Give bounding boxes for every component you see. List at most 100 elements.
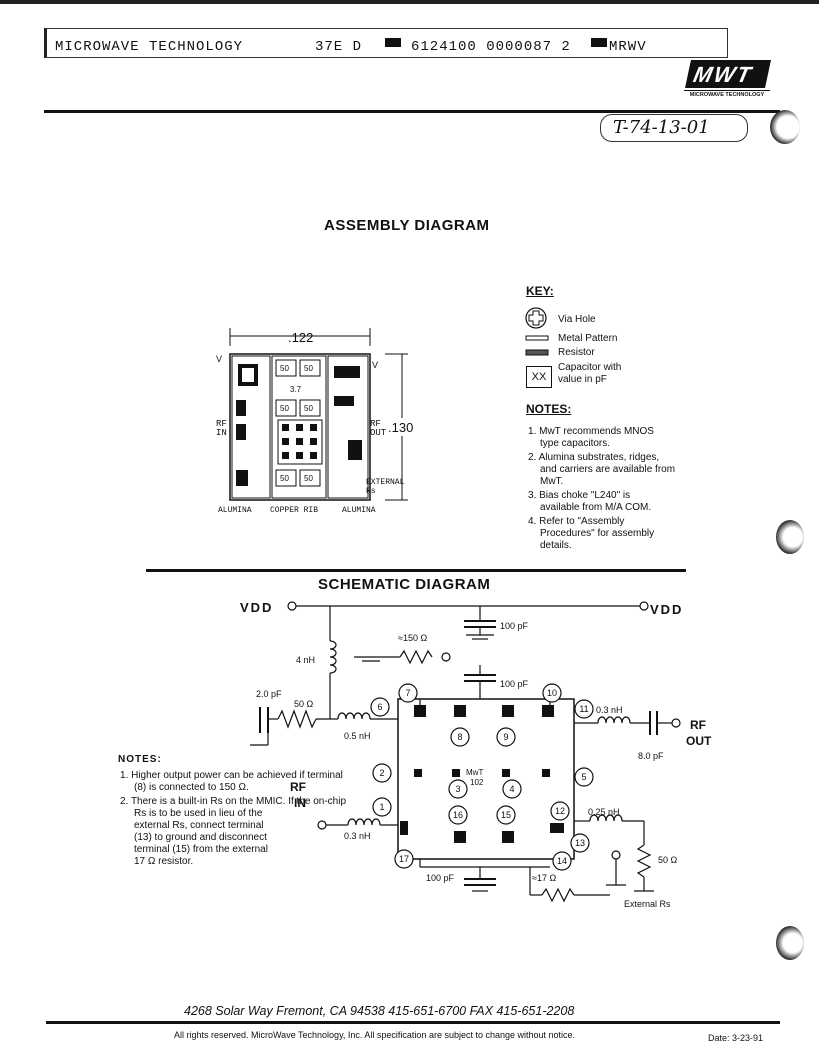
pad [348,440,362,460]
cap-label-3-7: 3.7 [290,385,302,394]
note-line: 2. There is a built-in Rs on the MMIC. I… [120,796,347,807]
pin-17 [394,849,414,869]
code-block: 37E D [315,39,363,55]
alumina-right-label: ALUMINA [342,506,376,515]
resistor-50 [277,709,317,729]
capacitor-50pf [299,469,321,487]
key-resistor: Resistor [558,347,595,358]
note-line: available from M/A COM. [540,502,652,513]
assembly-diagram: .122 .130 V V 50 50 50 50 50 50 3.7 RF I… [216,328,413,515]
rf-in-label: RF [290,780,306,794]
binder-hole-top [770,110,800,144]
r-50-label: 50 Ω [294,699,314,709]
chip-pad [502,831,514,843]
vdd-left-terminal [287,601,297,611]
note-line: 17 Ω resistor. [134,856,194,867]
bond-pad [296,424,303,431]
bond-pad [282,424,289,431]
vdd-right-label: V [372,360,378,370]
cap-label: 50 [280,474,289,483]
chip-label: 102 [470,778,484,787]
note-line: details. [540,540,572,551]
l-03nh-out-label: 0.3 nH [596,705,623,715]
black-mark [385,38,401,47]
bond-pad [296,438,303,445]
bond-pad [282,452,289,459]
cap-label: 50 [280,404,289,413]
external-rs-label: Rs [366,487,376,496]
pin-8 [450,727,470,747]
pin-16 [448,805,468,825]
rf-out-label: RF [370,419,381,429]
chip-pad [400,821,408,835]
l-025nh-label: 0.25 nH [588,807,620,817]
external-rs-label: EXTERNAL [366,478,405,487]
vdd-left-label: VDD [240,600,273,615]
pin-label: 17 [399,854,409,864]
pin-label: 7 [405,688,410,698]
chip-pad [454,705,466,717]
vdd-right-label: VDD [650,602,683,617]
pad [334,396,354,406]
chip-pad [542,705,554,717]
note-line: 3. Bias choke "L240" is [528,490,631,501]
pin-12 [550,801,570,821]
note-line: type capacitors. [540,438,611,449]
cap-100pf-mid: 100 pF [500,679,529,689]
pin-label: 3 [455,784,460,794]
pin-13 [570,833,590,853]
resistor-icon [525,349,549,356]
inductor-05nh [337,712,371,720]
capacitor-50pf [275,469,297,487]
pin-2 [372,763,392,783]
width-dimension: .122 [288,330,313,345]
capacitor-50pf [299,399,321,417]
rf-out-label: RF [690,718,706,732]
cap-label: 50 [304,364,313,373]
binder-hole-middle [776,520,804,554]
rf-out-label: OUT [686,734,712,748]
bond-pad [296,452,303,459]
note-line: (8) is connected to 150 Ω. [134,782,249,793]
capacitor-50pf [299,359,321,377]
chip-pad [414,705,426,717]
bond-pad [310,452,317,459]
footer-rights: All rights reserved. MicroWave Technolog… [174,1030,576,1040]
pin-4 [502,779,522,799]
code-number: 6124100 0000087 2 [411,39,571,55]
bond-pad [310,438,317,445]
note-line: terminal (15) from the external [134,844,268,855]
pin-label: 11 [579,704,588,714]
pin-label: 6 [377,702,382,712]
capacitor-50pf [275,359,297,377]
pad [236,424,246,440]
pin-3 [448,779,468,799]
notes-right-title: NOTES: [526,402,572,416]
chip-pad [542,769,550,777]
key-capacitor-value: value in pF [558,374,607,385]
pin-10 [542,683,562,703]
vdd-left-label: V [216,354,222,364]
chip-pad [452,769,460,777]
pin-label: 5 [581,772,586,782]
capacitor-50pf [275,399,297,417]
pin-label: 8 [457,732,462,742]
l-05nh-label: 0.5 nH [344,731,371,741]
key-symbols [525,307,549,356]
schematic-title: SCHEMATIC DIAGRAM [318,576,491,593]
note-line: Rs is to be used in lieu of the [134,808,263,819]
chip-label: MwT [466,768,483,777]
assembly-title: ASSEMBLY DIAGRAM [324,217,490,234]
pin-6 [370,697,390,717]
copper-rib [271,355,327,499]
company-name: MICROWAVE TECHNOLOGY [55,39,244,55]
inductor-03nh-in [347,818,381,826]
cap-label: 50 [304,474,313,483]
alumina-left-block [231,355,271,499]
pin-1 [372,797,392,817]
mmic-block [397,698,575,860]
black-mark [591,38,607,47]
note-line: 1. Higher output power can be achieved i… [120,770,343,781]
note-line: Procedures" for assembly [540,528,655,539]
key-capacitor: Capacitor with [558,362,622,373]
